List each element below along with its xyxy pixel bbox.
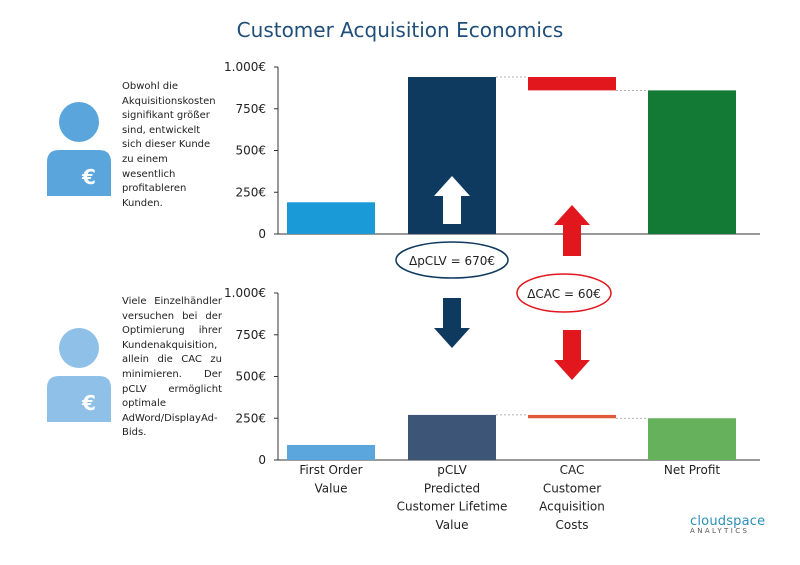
delta-pclv-ellipse <box>395 241 509 279</box>
customer-euro-icon: € <box>47 328 111 422</box>
x-category-label: Value <box>315 481 348 495</box>
cac-down-arrow-icon <box>554 330 590 380</box>
top-y-tick-label: 750€ <box>235 102 266 116</box>
bottom-y-tick-label: 0 <box>258 453 266 467</box>
pclv-up-arrow-icon <box>434 176 470 224</box>
delta-pclv-label: ΔpCLV = 670€ <box>409 254 495 268</box>
top-cac-bar <box>528 77 616 91</box>
bottom-net-profit-bar <box>648 418 736 460</box>
x-category-label: Customer <box>543 481 601 495</box>
bottom-cac-bar <box>528 414 616 419</box>
x-category-label: First Order <box>299 463 362 477</box>
chart-title: Customer Acquisition Economics <box>236 18 564 42</box>
pclv-down-arrow-icon <box>434 298 470 348</box>
top-y-tick-label: 500€ <box>235 144 266 158</box>
euro-glyph: € <box>81 391 96 415</box>
delta-cac-ellipse <box>516 273 612 313</box>
x-category-label: Acquisition <box>539 500 605 514</box>
person-body <box>47 150 111 196</box>
top-y-tick-label: 250€ <box>235 185 266 199</box>
person-body <box>47 376 111 422</box>
x-category-label: Customer Lifetime <box>397 500 508 514</box>
bottom-y-tick-label: 750€ <box>235 328 266 342</box>
top-net-profit-bar <box>648 90 736 234</box>
x-category-label: CAC <box>560 463 585 477</box>
top-first-order-bar <box>287 202 375 234</box>
x-category-label: Value <box>436 518 469 532</box>
bottom-y-tick-label: 250€ <box>235 411 266 425</box>
bottom-y-tick-label: 1.000€ <box>224 286 266 300</box>
description-top: Obwohl die Akquisitionskosten signifikan… <box>122 81 216 209</box>
logo-sub-text: ANALYTICS <box>690 527 750 535</box>
euro-glyph: € <box>81 165 96 189</box>
bottom-y-tick-label: 500€ <box>235 370 266 384</box>
bottom-first-order-bar <box>287 444 375 460</box>
logo-main-text: cloudspace <box>690 514 766 529</box>
person-head <box>59 328 99 368</box>
person-head <box>59 102 99 142</box>
x-category-label: Net Profit <box>664 463 720 477</box>
top-y-tick-label: 1.000€ <box>224 60 266 74</box>
bottom-pclv-bar <box>408 414 496 460</box>
cac-up-arrow-icon <box>554 205 590 256</box>
delta-cac-label: ΔCAC = 60€ <box>527 287 601 301</box>
description-bottom: Viele Einzelhändler versuchen bei der Op… <box>122 296 222 439</box>
top-y-tick-label: 0 <box>258 227 266 241</box>
x-category-label: Costs <box>556 518 589 532</box>
cloudspace-logo: cloudspace ANALYTICS <box>690 514 770 535</box>
customer-euro-icon: € <box>47 102 111 196</box>
x-category-label: Predicted <box>424 481 480 495</box>
x-category-label: pCLV <box>437 463 467 477</box>
